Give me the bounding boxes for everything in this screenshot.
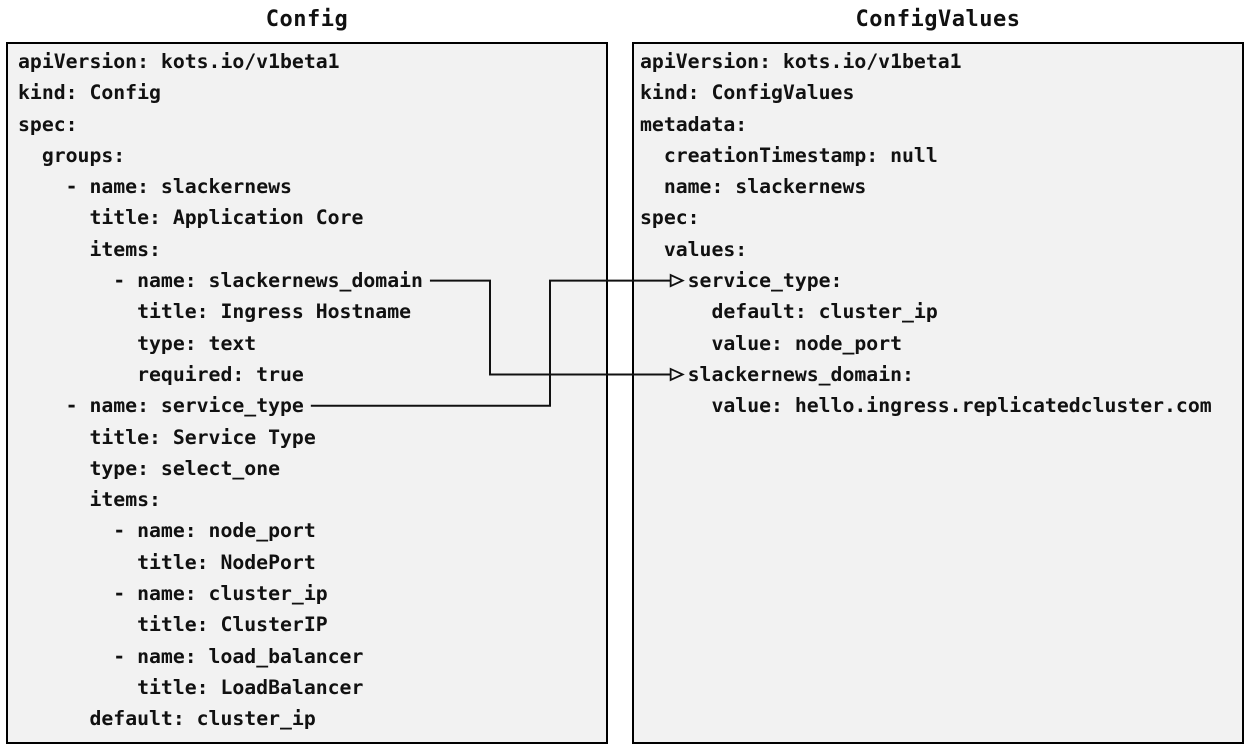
yaml-line-text: creationTimestamp: null <box>663 143 938 167</box>
yaml-line-text: - name: slackernews_domain <box>113 269 423 293</box>
config-panel: Config apiVersion: kots.io/v1beta1 kind: … <box>6 8 608 744</box>
yaml-line-text: - name: load_balancer <box>113 644 364 668</box>
yaml-line: creationTimestamp: null <box>640 140 1238 171</box>
yaml-line: slackernews_domain: <box>640 359 1238 390</box>
yaml-line-text: required: true <box>137 362 304 386</box>
yaml-line: spec: <box>640 202 1238 233</box>
yaml-line-text: items: <box>89 237 161 261</box>
yaml-line-text: apiVersion: kots.io/v1beta1 <box>18 50 340 73</box>
yaml-line-text: title: Ingress Hostname <box>137 300 412 324</box>
yaml-line: title: Service Type <box>18 422 602 453</box>
yaml-line: title: NodePort <box>18 547 602 578</box>
yaml-line-text: values: <box>663 237 748 261</box>
yaml-line-text: spec: <box>640 206 700 230</box>
yaml-line: - name: node_port <box>18 515 602 546</box>
yaml-line-text: type: select_one <box>89 456 281 480</box>
yaml-line: - name: load_balancer <box>18 641 602 672</box>
yaml-line-text: name: slackernews <box>663 175 867 199</box>
yaml-line-text: spec: <box>18 112 78 136</box>
yaml-line: groups: <box>18 140 602 171</box>
yaml-line-text: - name: service_type <box>65 394 304 418</box>
yaml-line: default: cluster_ip <box>18 703 602 734</box>
yaml-line: service_type: <box>640 265 1238 296</box>
yaml-line: name: slackernews <box>640 171 1238 202</box>
yaml-line-text: title: ClusterIP <box>137 613 328 637</box>
yaml-line: type: text <box>18 328 602 359</box>
yaml-line: - name: cluster_ip <box>18 578 602 609</box>
config-yaml-box: apiVersion: kots.io/v1beta1 kind: Config s… <box>6 42 608 744</box>
configvalues-panel-title: ConfigValues <box>855 7 1021 32</box>
yaml-line: type: select_one <box>18 453 602 484</box>
yaml-line-text: kind: ConfigValues <box>640 81 855 105</box>
yaml-line-text: title: LoadBalancer <box>137 675 364 699</box>
yaml-line: items: <box>18 484 602 515</box>
yaml-line-text: items: <box>89 488 161 512</box>
yaml-line-text: groups: <box>41 143 126 167</box>
yaml-line: title: ClusterIP <box>18 609 602 640</box>
yaml-line-text: title: Application Core <box>89 206 364 230</box>
yaml-line-text: - name: cluster_ip <box>113 582 328 606</box>
yaml-line: - name: slackernews <box>18 171 602 202</box>
yaml-line-text: default: cluster_ip <box>711 300 938 324</box>
yaml-line: title: LoadBalancer <box>18 672 602 703</box>
yaml-line: required: true <box>18 359 602 390</box>
yaml-line-text: - name: slackernews <box>65 175 292 199</box>
yaml-line-text: slackernews_domain: <box>687 362 914 386</box>
yaml-line: value: node_port <box>640 328 1238 359</box>
configvalues-panel: ConfigValues apiVersion: kots.io/v1beta1… <box>632 8 1244 744</box>
yaml-line: apiVersion: kots.io/v1beta1 <box>18 46 602 77</box>
yaml-line: default: cluster_ip <box>640 296 1238 327</box>
yaml-line-text: metadata: <box>640 112 748 136</box>
yaml-line: apiVersion: kots.io/v1beta1 <box>640 46 1238 77</box>
yaml-line: metadata: <box>640 109 1238 140</box>
yaml-line: title: Ingress Hostname <box>18 296 602 327</box>
configvalues-yaml-box: apiVersion: kots.io/v1beta1 kind: ConfigV… <box>632 42 1244 744</box>
yaml-line-text: default: cluster_ip <box>89 707 316 731</box>
yaml-line: title: Application Core <box>18 202 602 233</box>
yaml-line-text: value: node_port <box>711 331 903 355</box>
yaml-line: items: <box>18 234 602 265</box>
yaml-line-text: - name: node_port <box>113 519 316 543</box>
yaml-line: kind: Config <box>18 77 602 108</box>
yaml-line-text: title: NodePort <box>137 550 316 574</box>
yaml-line-text: service_type: <box>687 269 843 293</box>
yaml-line: - name: service_type <box>18 390 602 421</box>
config-panel-title: Config <box>265 7 349 32</box>
yaml-line-text: type: text <box>137 331 257 355</box>
yaml-line: value: hello.ingress.replicatedcluster.c… <box>640 390 1238 421</box>
yaml-line: kind: ConfigValues <box>640 77 1238 108</box>
yaml-line-text: kind: Config <box>18 81 161 105</box>
yaml-line-text: apiVersion: kots.io/v1beta1 <box>640 50 962 73</box>
yaml-line-text: value: hello.ingress.replicatedcluster.c… <box>711 394 1212 418</box>
yaml-line: spec: <box>18 109 602 140</box>
yaml-line: values: <box>640 234 1238 265</box>
yaml-line: - name: slackernews_domain <box>18 265 602 296</box>
yaml-line-text: title: Service Type <box>89 425 316 449</box>
